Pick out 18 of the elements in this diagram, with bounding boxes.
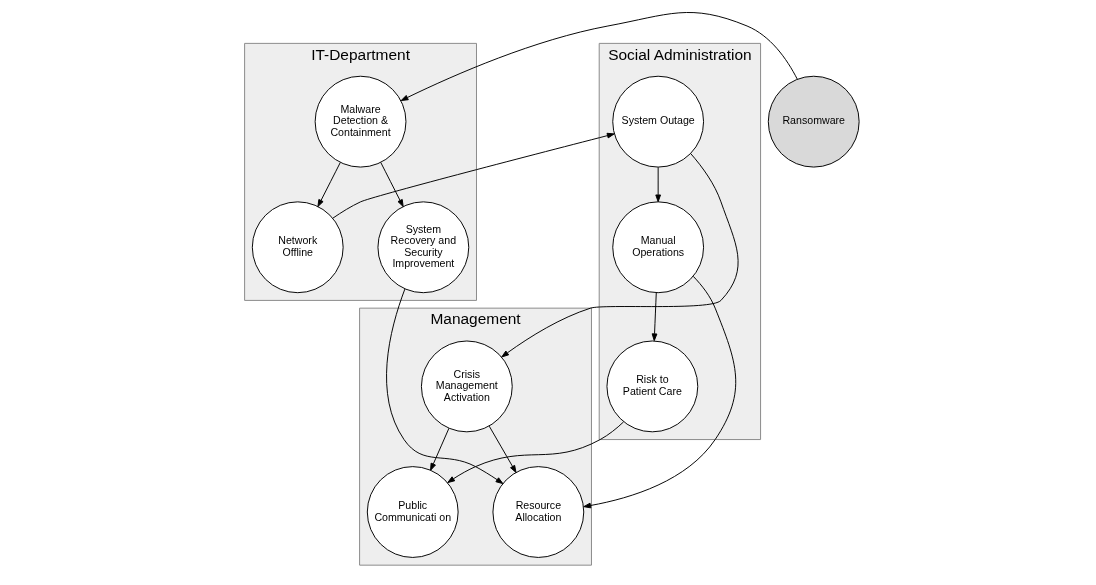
node-circle: Ransomware [767, 75, 860, 168]
arrow [655, 166, 661, 203]
node-circle: Network Offline [251, 201, 344, 294]
arrow [332, 132, 615, 219]
arrow [386, 288, 504, 485]
arrow [501, 153, 739, 358]
arrow [317, 161, 341, 208]
node-circle: Manual Operations [612, 201, 705, 294]
arrow [400, 12, 798, 102]
arrow [430, 427, 450, 471]
arrow [488, 425, 517, 473]
node-circle: Risk to Patient Care [606, 340, 699, 433]
arrow [447, 421, 625, 484]
arrow [380, 161, 404, 208]
node-circle: System Recovery and Security Improvement [377, 201, 470, 294]
arrow [583, 275, 737, 509]
arrow [651, 292, 658, 342]
node-circle: System Outage [612, 75, 705, 168]
